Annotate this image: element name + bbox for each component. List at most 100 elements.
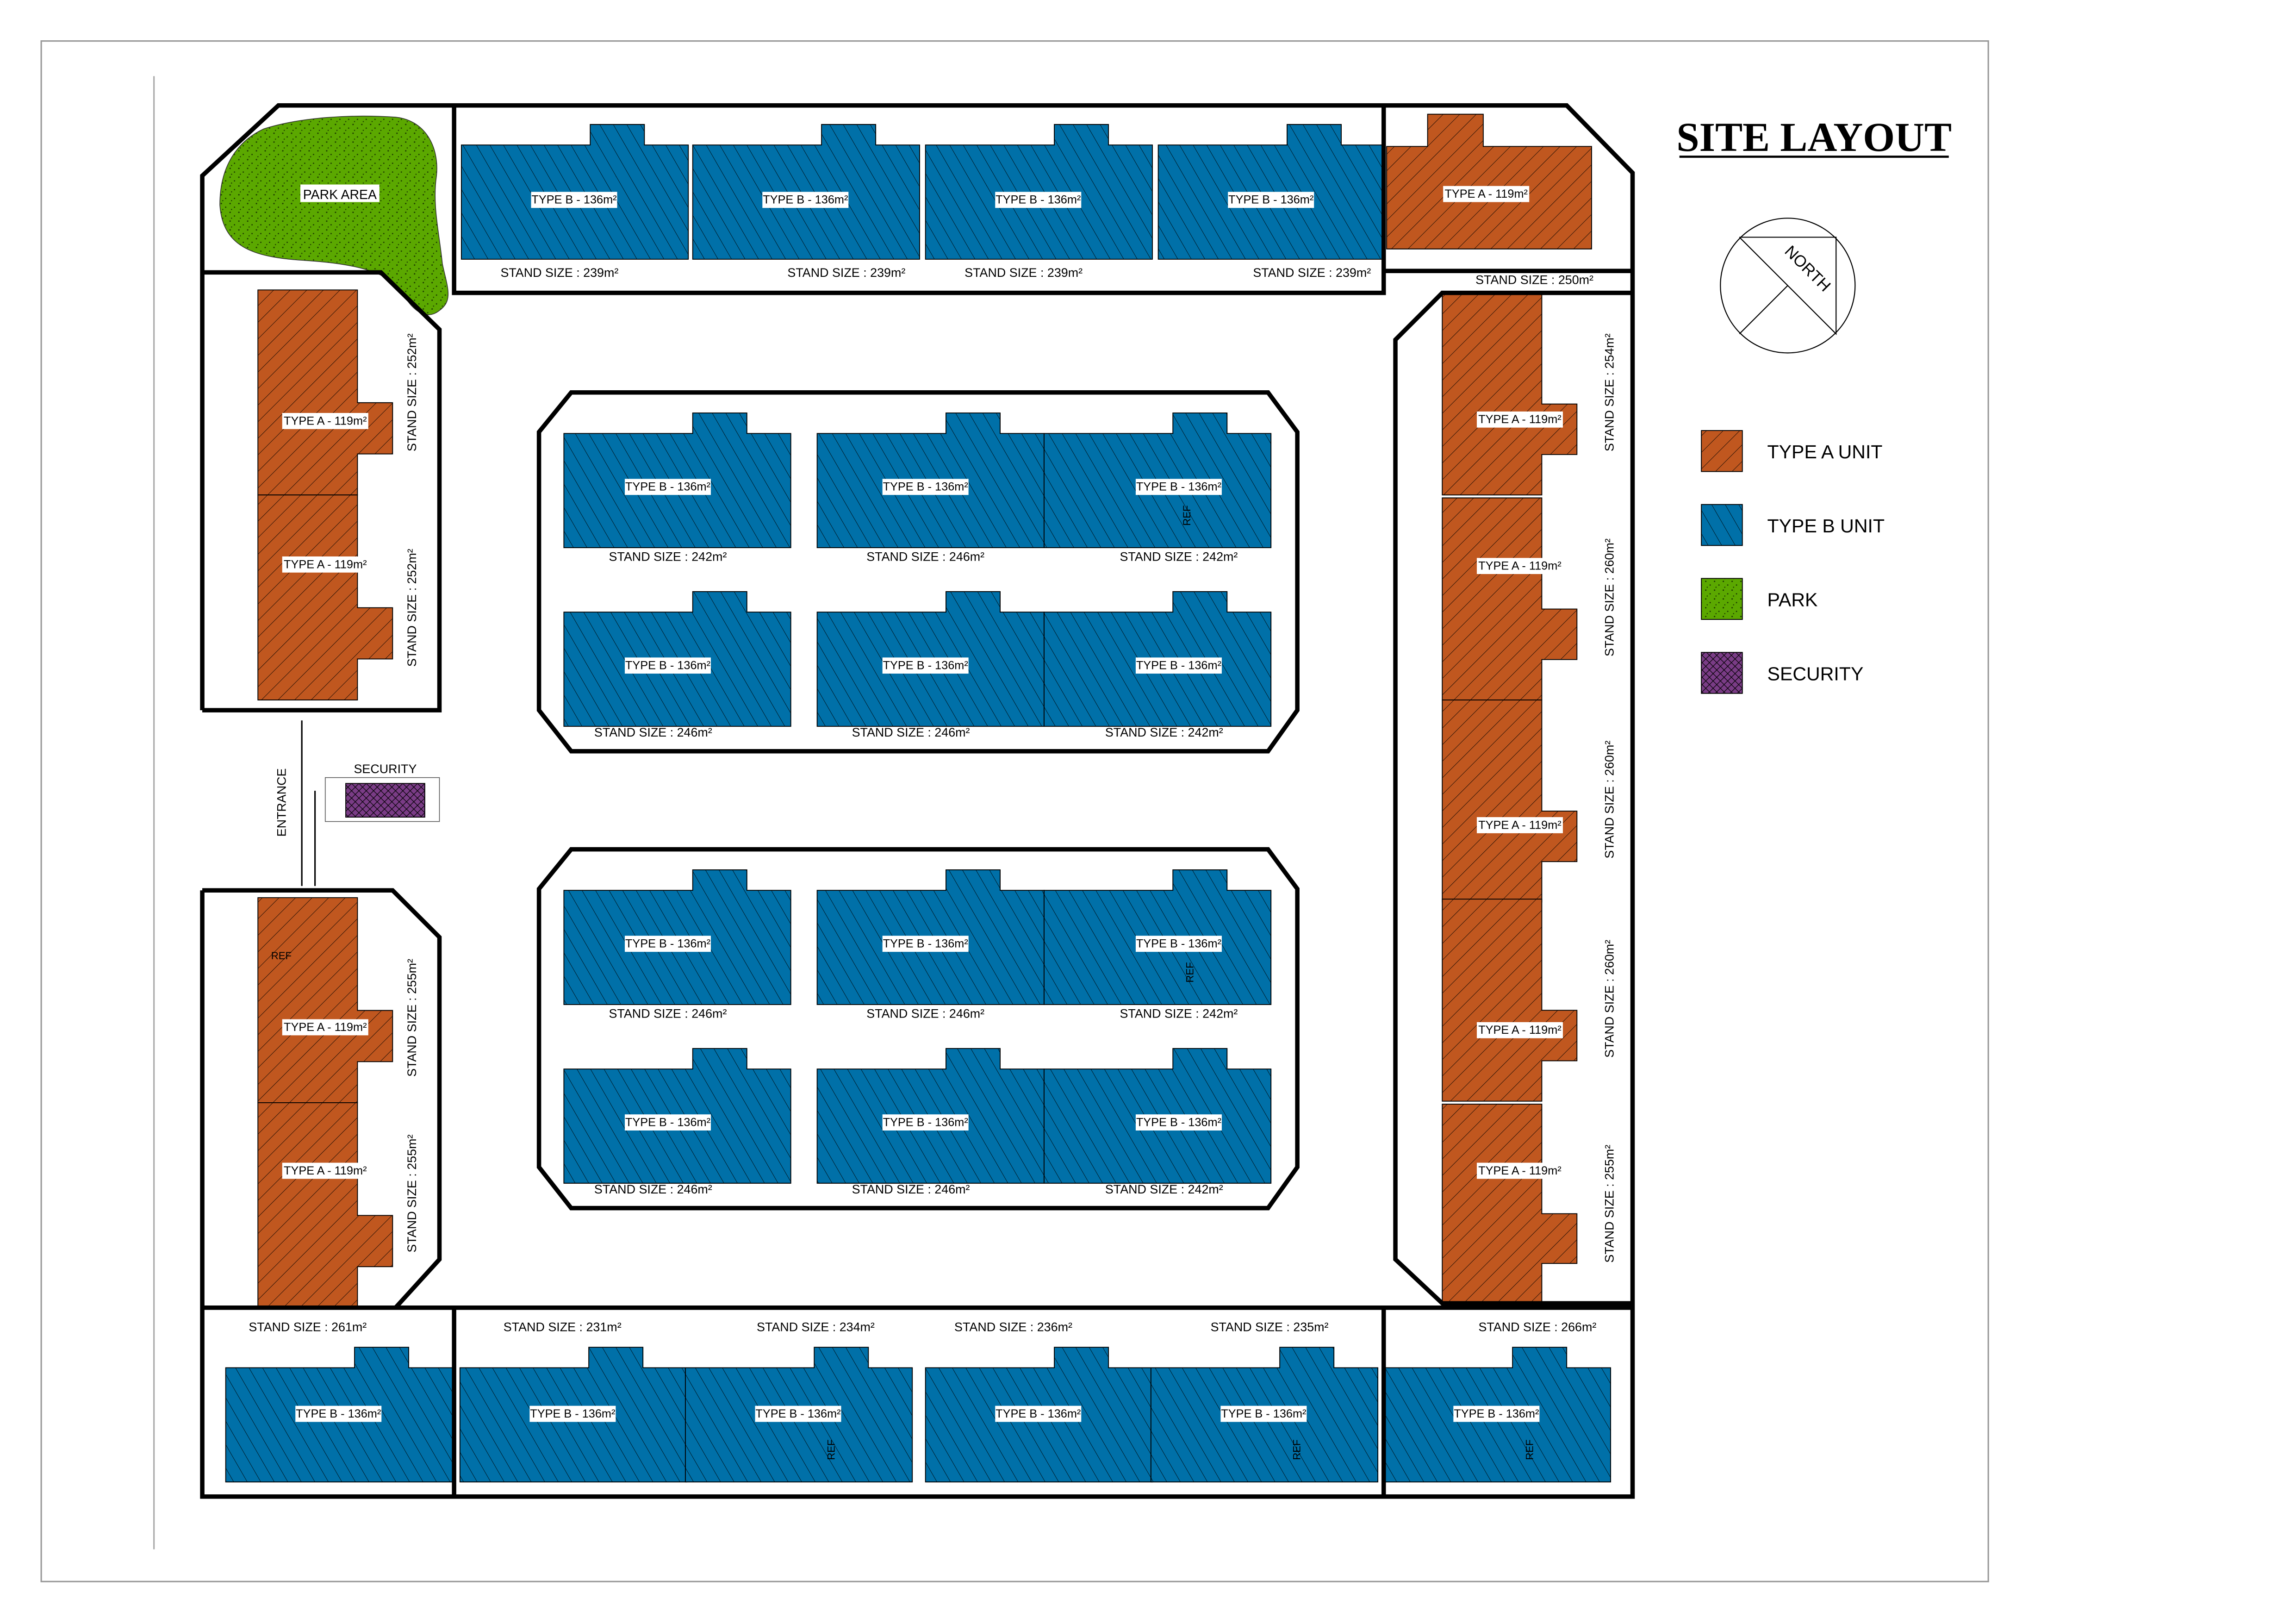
legend-label: TYPE B UNIT [1767,515,1885,537]
park-label: PARK AREA [303,187,377,202]
stand-size-label: STAND SIZE : 246m² [866,1006,984,1020]
stand-size-label: STAND SIZE : 254m² [1602,333,1616,451]
unit-label-bg [282,1019,368,1036]
unit-label-bg [762,192,849,208]
unit-label-bg [882,1114,969,1131]
legend-label: TYPE A UNIT [1767,441,1883,462]
unit-type-b: TYPE B - 136m² STAND SIZE : 242m² [1043,869,1272,1020]
unit-footprint [1442,700,1578,903]
unit-type-b: TYPE B - 136m² STAND SIZE : 242m² [563,412,791,564]
compass-circle [1720,218,1856,354]
stand-size-label: STAND SIZE : 235m² [1211,1320,1329,1334]
unit-footprint [1442,1104,1578,1304]
unit-label: TYPE B - 136m² [625,481,710,493]
unit-label: TYPE A - 119m² [284,1021,367,1034]
unit-label-bg [1476,558,1563,574]
unit-label-bg [1476,817,1563,833]
unit-label: TYPE B - 136m² [625,1116,710,1129]
unit-label: TYPE B - 136m² [883,659,968,672]
unit-footprint [1386,113,1592,250]
stand-size-label: STAND SIZE : 246m² [594,1182,712,1196]
unit-label: TYPE A - 119m² [1478,1164,1562,1177]
ref-marker: REF [271,950,292,962]
site-boundary [200,103,1635,1499]
entrance-label: ENTRANCE [274,768,288,837]
stand-size-label: STAND SIZE : 246m² [609,1006,727,1020]
legend-item-type-b: TYPE B UNIT [1701,504,1885,546]
unit-label: TYPE B - 136m² [883,481,968,493]
unit-label-bg [282,556,368,573]
unit-label-bg [624,657,711,674]
unit-label-bg [1228,192,1314,208]
stand-size-label: STAND SIZE : 236m² [954,1320,1072,1334]
legend-item-security: SECURITY [1701,652,1863,694]
unit-label-bg [1220,1405,1307,1422]
stand-size-label: STAND SIZE : 260m² [1602,741,1616,859]
unit-label: TYPE A - 119m² [284,558,367,571]
unit-footprint [1442,292,1578,496]
compass-arrow-tail [1739,285,1788,334]
security-building: SECURITY [324,762,440,822]
park-label-bg [300,184,380,202]
unit-footprint [1442,497,1578,700]
stand-size-label: STAND SIZE : 239m² [787,266,905,280]
unit-footprint [257,1102,393,1308]
stand-size-label: STAND SIZE : 242m² [1120,1006,1238,1020]
unit-label-bg [882,479,969,495]
unit-label: TYPE B - 136m² [1228,194,1313,206]
unit-label-bg [995,192,1082,208]
unit-label: TYPE A - 119m² [284,1164,367,1177]
unit-label-bg [282,413,368,429]
unit-label: TYPE B - 136m² [531,194,616,206]
legend-item-type-a: TYPE A UNIT [1701,430,1883,472]
stand-size-label: STAND SIZE : 260m² [1602,538,1616,656]
unit-footprint [257,494,393,700]
unit-label-bg [282,1162,368,1179]
stand-size-label: STAND SIZE : 231m² [504,1320,622,1334]
unit-label-bg [1135,936,1222,952]
unit-label: TYPE A - 119m² [1444,187,1528,200]
north-arrow: NORTH [1720,218,1856,354]
unit-label-bg [1453,1405,1540,1422]
security-pad [324,777,440,822]
unit-label: TYPE B - 136m² [1454,1407,1539,1420]
unit-label: TYPE B - 136m² [763,194,848,206]
legend-swatch [1701,578,1743,620]
stand-size-label: STAND SIZE : 246m² [852,725,970,739]
unit-type-b: TYPE B - 136m² STAND SIZE : 246m² [563,869,791,1020]
unit-label: TYPE A - 119m² [1478,1024,1562,1037]
ref-marker: REF [1291,1439,1302,1460]
unit-label-bg [882,936,969,952]
unit-label: TYPE B - 136m² [883,937,968,950]
unit-label-bg [755,1405,841,1422]
unit-label: TYPE B - 136m² [625,937,710,950]
unit-footprint [257,897,393,1103]
page-title: SITE LAYOUT [1676,115,1952,160]
unit-label-bg [624,936,711,952]
unit-label: TYPE B - 136m² [1136,937,1221,950]
park-area [219,115,449,315]
stand-size-label: STAND SIZE : 246m² [852,1182,970,1196]
legend-item-park: PARK [1701,578,1817,620]
stand-size-label: STAND SIZE : 242m² [609,550,727,564]
unit-label-bg [1476,1162,1563,1179]
unit-label: TYPE B - 136m² [755,1407,840,1420]
